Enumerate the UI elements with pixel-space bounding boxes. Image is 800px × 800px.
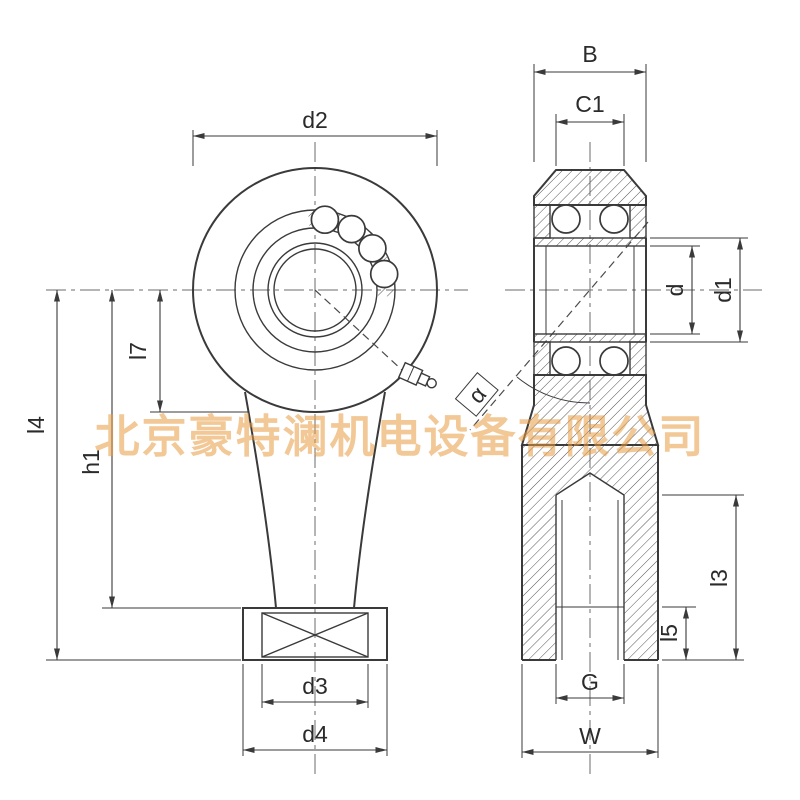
- dim-label-d4: d4: [302, 721, 328, 747]
- shank-right-edge: [353, 391, 386, 609]
- bore-chamfer-circle: [267, 242, 363, 338]
- race-section-left: [533, 204, 551, 239]
- dim-d: d: [650, 245, 700, 335]
- misalignment-axis-line: [469, 221, 649, 431]
- bearing-ball: [599, 346, 629, 376]
- dim-l3: l3: [662, 494, 744, 661]
- race-section-left: [533, 341, 551, 376]
- bearing-ball: [551, 204, 581, 234]
- head-outer-circle: [192, 167, 438, 413]
- wrench-flats-cross: [261, 612, 369, 658]
- dim-d4: d4: [242, 664, 388, 756]
- dim-l5: l5: [656, 606, 696, 660]
- bearing-ball: [369, 259, 399, 289]
- inner-ring-strip-top: [533, 237, 647, 247]
- dim-label-B: B: [582, 41, 597, 67]
- dim-G: G: [555, 664, 625, 704]
- grease-fitting-hex-edge: [406, 366, 415, 382]
- dim-d3: d3: [261, 664, 369, 708]
- dim-label-d: d: [662, 284, 688, 297]
- shank-left-edge: [244, 391, 277, 609]
- dim-l4: l4: [23, 290, 241, 661]
- dim-label-G: G: [581, 669, 599, 695]
- front-view: d2 l7 h1 l4 d3: [23, 107, 468, 778]
- bearing-ball: [358, 233, 387, 263]
- grease-fitting: [397, 361, 437, 389]
- dim-label-d3: d3: [302, 673, 328, 699]
- dim-W: W: [521, 664, 659, 758]
- bearing-ball: [551, 346, 581, 376]
- dim-C1: C1: [555, 91, 625, 166]
- dim-d2: d2: [192, 107, 438, 166]
- bore-circle: [273, 248, 357, 332]
- wrench-flats-box: [261, 612, 369, 658]
- race-section-right: [629, 341, 647, 376]
- dim-label-l3: l3: [706, 569, 732, 587]
- dim-label-l7: l7: [125, 342, 151, 360]
- dim-label-W: W: [579, 723, 601, 749]
- dim-h1: h1: [78, 290, 241, 609]
- dim-label-d1: d1: [710, 277, 736, 303]
- housing-cap-section: [533, 169, 647, 206]
- dim-B: B: [533, 41, 647, 162]
- bearing-ball: [599, 204, 629, 234]
- dim-label-C1: C1: [575, 91, 604, 117]
- grease-fitting-tip: [426, 378, 437, 389]
- watermark-text: 北京豪特澜机电设备有限公司: [94, 410, 705, 463]
- inner-ring-strip-bottom: [533, 333, 647, 343]
- bearing-ball: [310, 205, 340, 235]
- dim-alpha: α: [454, 372, 499, 417]
- drill-cone: [555, 472, 625, 496]
- angle-label-box: [454, 372, 499, 417]
- base-outline: [242, 607, 388, 661]
- dim-label-h1: h1: [78, 449, 104, 475]
- race-section-right: [629, 204, 647, 239]
- dim-label-l5: l5: [656, 624, 682, 642]
- dim-d1: d1: [650, 237, 748, 343]
- bearing-ball: [337, 214, 366, 244]
- grease-fitting-leader: [314, 289, 403, 371]
- dim-label-l4: l4: [23, 416, 49, 434]
- dim-l7: l7: [125, 290, 248, 413]
- side-view: α B C1 d d1: [454, 41, 762, 778]
- dim-label-d2: d2: [302, 107, 328, 133]
